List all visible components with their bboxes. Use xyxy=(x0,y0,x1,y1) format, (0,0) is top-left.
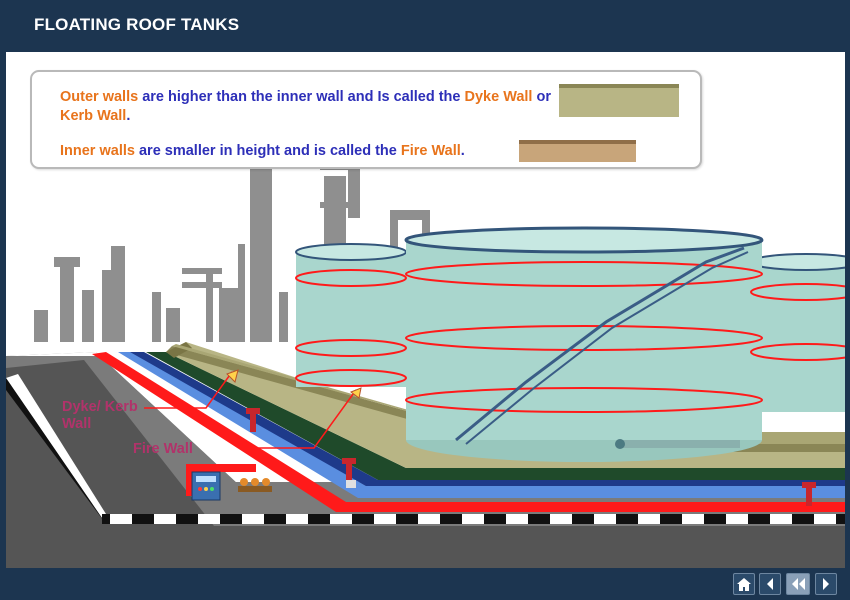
info-text: or xyxy=(532,89,551,105)
tank-left xyxy=(295,243,407,387)
refinery-illustration xyxy=(6,122,845,568)
valve-manifold xyxy=(238,478,272,492)
hydrant-1 xyxy=(246,408,260,432)
info-line-inner-walls: Inner walls are smaller in height and is… xyxy=(60,142,465,161)
info-text: . xyxy=(460,143,465,159)
info-text: . xyxy=(126,108,131,124)
info-text: are smaller in height and is called the xyxy=(134,143,401,159)
next-icon xyxy=(823,578,829,590)
term-dyke-wall: Dyke Wall xyxy=(464,89,533,105)
fire-wall-label: Fire Wall xyxy=(133,441,193,457)
hydrant-3 xyxy=(802,482,816,506)
prev-icon xyxy=(767,578,773,590)
info-line-outer-walls: Outer walls are higher than the inner wa… xyxy=(60,88,560,126)
term-kerb-wall: Kerb Wall xyxy=(60,108,127,124)
previous-button[interactable] xyxy=(759,573,781,595)
control-panel xyxy=(191,471,221,501)
title-bar: FLOATING ROOF TANKS xyxy=(0,0,850,52)
term-fire-wall: Fire Wall xyxy=(400,143,461,159)
info-text: are higher than the inner wall and Is ca… xyxy=(138,89,465,105)
rewind-icon xyxy=(792,578,805,590)
term-inner-walls: Inner walls xyxy=(60,143,135,159)
next-button[interactable] xyxy=(815,573,837,595)
tank-main xyxy=(404,226,764,462)
kerb-stripes xyxy=(110,514,836,524)
fire-wall-swatch xyxy=(519,140,636,162)
tank-right xyxy=(750,253,845,412)
info-box: Outer walls are higher than the inner wa… xyxy=(30,70,702,169)
scene-panel: Outer walls are higher than the inner wa… xyxy=(6,52,845,568)
rewind-button[interactable] xyxy=(786,573,810,595)
dyke-wall-swatch xyxy=(559,84,679,117)
home-button[interactable] xyxy=(733,573,755,595)
hydrant-2 xyxy=(342,458,356,488)
home-icon xyxy=(737,577,751,591)
dyke-kerb-wall-label: Dyke/ Kerb Wall xyxy=(62,399,138,432)
page-title: FLOATING ROOF TANKS xyxy=(34,15,240,34)
term-outer-walls: Outer walls xyxy=(60,89,139,105)
